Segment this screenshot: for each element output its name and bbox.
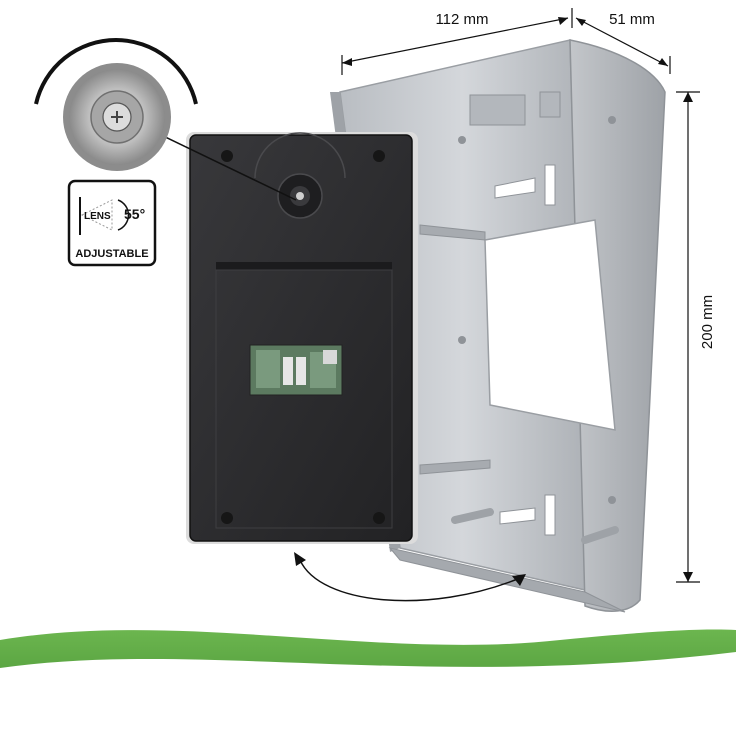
green-wave-footer bbox=[0, 629, 736, 736]
rotate-arrow-icon bbox=[294, 552, 526, 602]
lens-label: LENS bbox=[84, 211, 111, 222]
adjustable-label: ADJUSTABLE bbox=[75, 248, 148, 260]
angle-label: 55° bbox=[124, 206, 145, 222]
width-label: 112 mm bbox=[435, 11, 488, 28]
door-station-panel bbox=[186, 132, 418, 544]
width-dimension: 112 mm bbox=[341, 8, 573, 75]
lens-zoom-icon bbox=[34, 38, 198, 171]
terminal-block bbox=[249, 344, 343, 396]
depth-label: 51 mm bbox=[609, 11, 655, 28]
depth-dimension: 51 mm bbox=[575, 11, 671, 74]
height-label: 200 mm bbox=[699, 295, 716, 349]
lens-adjustable-badge: LENS 55° ADJUSTABLE bbox=[67, 179, 157, 267]
height-dimension: 200 mm bbox=[676, 91, 716, 583]
